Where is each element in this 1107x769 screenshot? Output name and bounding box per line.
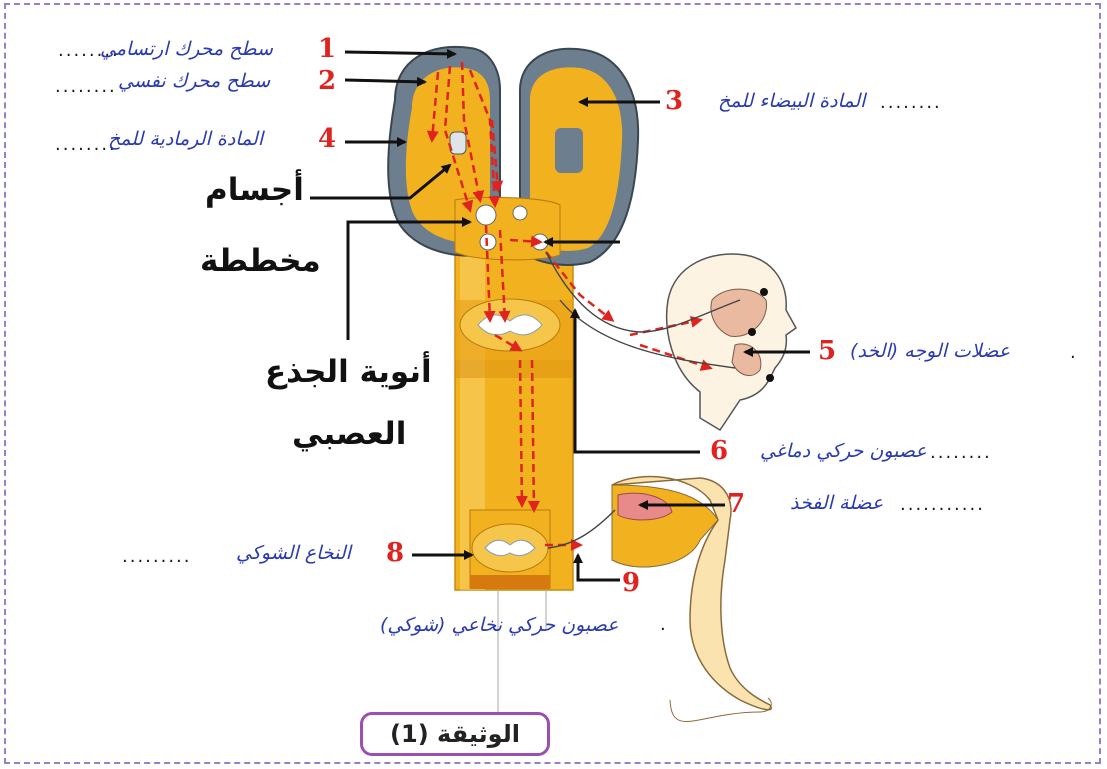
label-2-dots: ........ — [55, 76, 117, 97]
label-1-number: 1 — [318, 34, 336, 64]
label-6-dots: ........ — [930, 442, 992, 463]
label-9-number: 9 — [622, 568, 640, 598]
label-7-number: 7 — [727, 489, 745, 519]
leg-illustration — [612, 477, 771, 722]
label-4-text: المادة الرمادية للمخ — [108, 128, 263, 150]
label-5-dots: . — [1070, 342, 1078, 363]
label-6-text: عصبون حركي دماغي — [760, 440, 927, 462]
label-5-text: عضلات الوجه (الخد) — [850, 340, 1010, 362]
document-caption: الوثيقة (1) — [360, 712, 550, 756]
label-5-number: 5 — [818, 336, 836, 366]
striated-bodies-label-2: مخططة — [200, 243, 321, 279]
label-4-number: 4 — [318, 124, 336, 154]
striated-bodies-label-1: أجسام — [205, 172, 304, 208]
label-2-text: سطح محرك نفسي — [118, 70, 270, 92]
head-illustration — [667, 254, 796, 430]
label-8-text: النخاع الشوكي — [236, 542, 351, 564]
label-8-number: 8 — [386, 538, 404, 568]
brainstem-nuclei-label-2: العصبي — [292, 416, 406, 452]
brain — [388, 47, 638, 265]
label-7-dots: ........... — [900, 494, 985, 515]
label-6-number: 6 — [710, 436, 728, 466]
label-9-dots: . — [660, 614, 668, 635]
label-1-text: سطح محرك ارتسامي — [100, 38, 273, 60]
label-8-dots: ......... — [122, 546, 192, 567]
label-9-text: عصبون حركي نخاعي (شوكي) — [380, 614, 619, 636]
label-2-number: 2 — [318, 66, 336, 96]
brainstem-nuclei-label-1: أنوية الجذع — [265, 354, 432, 390]
label-3-number: 3 — [665, 86, 683, 116]
label-3-text: المادة البيضاء للمخ — [718, 90, 865, 112]
label-7-text: عضلة الفخذ — [790, 492, 883, 514]
label-3-dots: ........ — [880, 92, 942, 113]
